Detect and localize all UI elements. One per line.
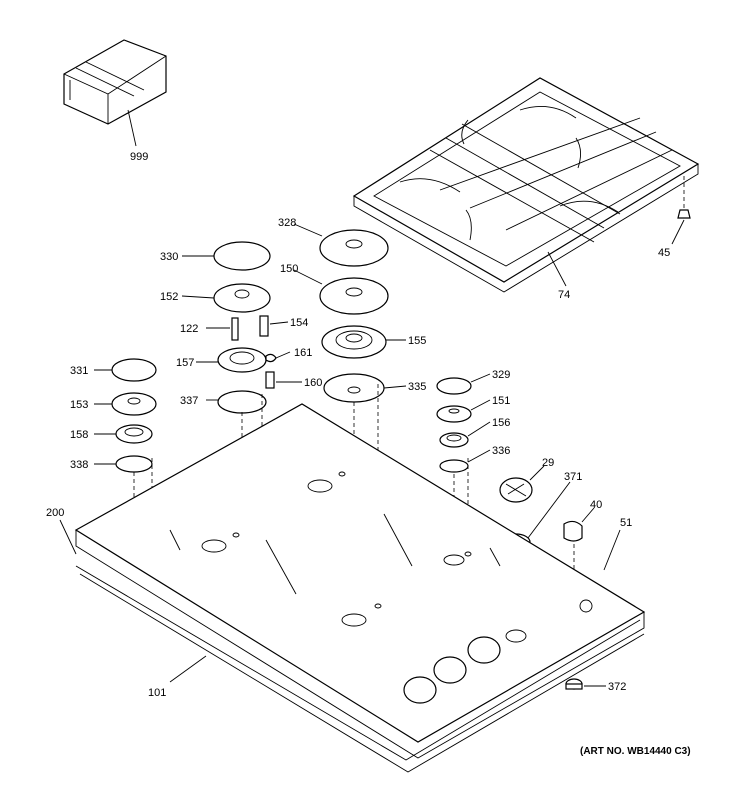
callout-152: 152 — [160, 291, 178, 303]
callout-999: 999 — [130, 151, 148, 163]
leader-lines — [59, 223, 621, 687]
left-rear-burner-stack — [213, 241, 277, 414]
callout-338: 338 — [70, 459, 88, 471]
callout-161: 161 — [294, 347, 312, 359]
callout-329: 329 — [492, 369, 510, 381]
callout-151: 151 — [492, 395, 510, 407]
callout-337: 337 — [180, 395, 198, 407]
callout-328: 328 — [278, 217, 296, 229]
cooktop-body — [74, 403, 646, 773]
switch-40 — [563, 520, 583, 542]
callout-150: 150 — [280, 263, 298, 275]
grate — [352, 77, 700, 293]
callout-371: 371 — [564, 471, 582, 483]
right-burner-stack — [436, 377, 472, 473]
callout-372: 372 — [608, 681, 626, 693]
callout-122: 122 — [180, 323, 198, 335]
callout-153: 153 — [70, 399, 88, 411]
callout-160: 160 — [304, 377, 322, 389]
callout-330: 330 — [160, 251, 178, 263]
art-number: (ART NO. WB14440 C3) — [580, 746, 691, 757]
callout-158: 158 — [70, 429, 88, 441]
callout-335: 335 — [408, 381, 426, 393]
callout-45: 45 — [658, 247, 670, 259]
literature-box — [63, 39, 167, 125]
callout-51: 51 — [620, 517, 632, 529]
callout-101: 101 — [148, 687, 166, 699]
callout-155: 155 — [408, 335, 426, 347]
callout-labels: 999 74 45 328 330 150 152 122 154 155 16… — [46, 151, 670, 699]
center-burner-stack — [319, 229, 389, 403]
callout-29: 29 — [542, 457, 554, 469]
left-front-burner-stack — [111, 358, 157, 473]
callout-200: 200 — [46, 507, 64, 519]
grate-foot — [677, 209, 691, 219]
callout-154: 154 — [290, 317, 308, 329]
callout-331: 331 — [70, 365, 88, 377]
callout-40: 40 — [590, 499, 602, 511]
callout-336: 336 — [492, 445, 510, 457]
control-knob-29 — [499, 477, 533, 503]
foot-372 — [565, 678, 583, 690]
callout-156: 156 — [492, 417, 510, 429]
callout-157: 157 — [176, 357, 194, 369]
callout-74: 74 — [558, 289, 570, 301]
